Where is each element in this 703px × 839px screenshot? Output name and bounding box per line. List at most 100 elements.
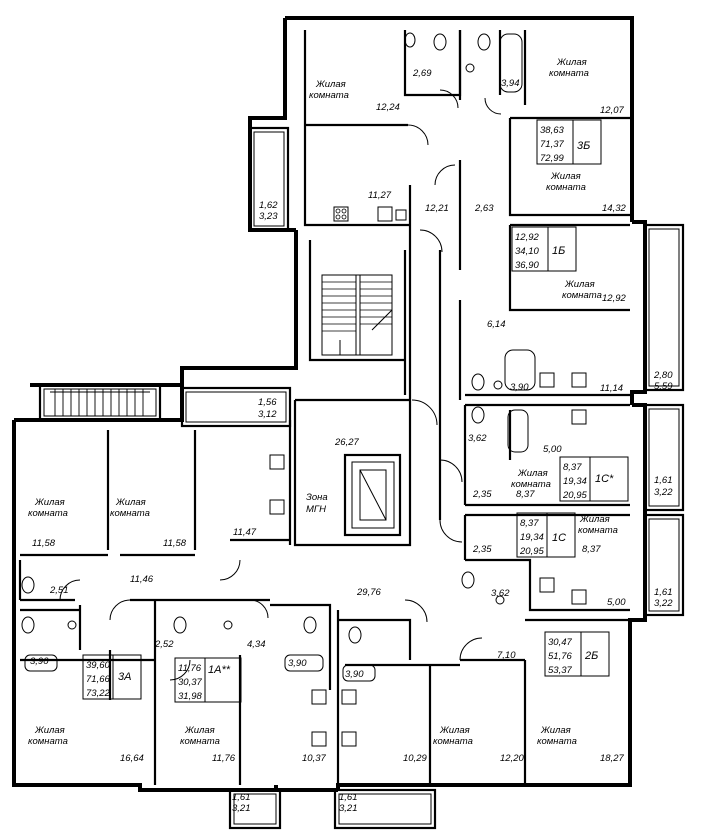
zone-mgn-label: МГН: [306, 504, 326, 515]
svg-text:34,10: 34,10: [515, 246, 539, 257]
zone-mgn-label: Зона: [306, 492, 328, 503]
apartment-3a: 39,60 71,66 73,22 3А: [82, 654, 142, 700]
svg-text:5,59: 5,59: [654, 381, 673, 392]
room-label: комната: [511, 479, 551, 490]
apartment-1b: 12,92 34,10 36,90 1Б: [511, 226, 577, 272]
svg-text:11,14: 11,14: [600, 383, 623, 394]
svg-text:1,62: 1,62: [259, 200, 278, 211]
svg-text:11,76: 11,76: [212, 753, 236, 764]
svg-text:19,34: 19,34: [520, 532, 544, 543]
svg-text:8,37: 8,37: [563, 462, 582, 473]
svg-text:11,47: 11,47: [233, 527, 257, 538]
apartment-1a: 11,76 30,37 31,98 1А**: [174, 657, 242, 703]
room-label: Жилая: [579, 514, 610, 525]
svg-text:11,46: 11,46: [130, 574, 154, 585]
svg-text:2,80: 2,80: [653, 370, 673, 381]
svg-text:16,64: 16,64: [120, 753, 144, 764]
room-labels: Жилая комната Жилая комната Жилая комнат…: [28, 57, 618, 747]
svg-text:31,98: 31,98: [178, 691, 202, 702]
svg-text:12,92: 12,92: [602, 293, 626, 304]
svg-text:2,52: 2,52: [154, 639, 174, 650]
stove-icon: [333, 206, 349, 222]
svg-text:3,90: 3,90: [30, 656, 49, 667]
room-label: комната: [309, 90, 349, 101]
svg-text:11,27: 11,27: [368, 190, 392, 201]
svg-text:18,27: 18,27: [600, 753, 624, 764]
svg-text:3,62: 3,62: [468, 433, 487, 444]
svg-text:3,22: 3,22: [654, 487, 673, 498]
svg-text:30,47: 30,47: [548, 637, 572, 648]
svg-text:3Б: 3Б: [577, 140, 590, 152]
svg-text:3,90: 3,90: [288, 658, 307, 669]
room-label: Жилая: [34, 497, 65, 508]
room-label: Жилая: [540, 725, 571, 736]
room-label: Жилая: [556, 57, 587, 68]
svg-text:1С*: 1С*: [595, 473, 614, 485]
svg-text:36,90: 36,90: [515, 260, 539, 271]
room-label: комната: [537, 736, 577, 747]
svg-text:73,22: 73,22: [86, 688, 110, 699]
svg-text:12,20: 12,20: [500, 753, 524, 764]
svg-text:3,12: 3,12: [258, 409, 277, 420]
svg-text:1Б: 1Б: [552, 245, 565, 257]
svg-text:11,58: 11,58: [32, 538, 56, 549]
svg-text:71,66: 71,66: [86, 674, 110, 685]
room-label: комната: [28, 736, 68, 747]
svg-text:5,00: 5,00: [543, 444, 562, 455]
room-label: Жилая: [439, 725, 470, 736]
svg-text:30,37: 30,37: [178, 677, 202, 688]
svg-text:1С: 1С: [552, 532, 566, 544]
area-labels: 2,69 12,24 3,94 12,07 11,27 12,21 2,63 1…: [30, 68, 673, 814]
svg-text:38,63: 38,63: [540, 125, 564, 136]
room-label: комната: [549, 68, 589, 79]
svg-text:1,61: 1,61: [339, 792, 358, 803]
svg-text:14,32: 14,32: [602, 203, 626, 214]
room-label: Жилая: [184, 725, 215, 736]
svg-text:11,76: 11,76: [178, 663, 202, 674]
svg-text:1,61: 1,61: [232, 792, 251, 803]
svg-text:1,56: 1,56: [258, 397, 277, 408]
svg-text:39,60: 39,60: [86, 660, 110, 671]
room-label: комната: [110, 508, 150, 519]
interior-walls: [18, 30, 630, 785]
svg-text:20,95: 20,95: [519, 546, 544, 557]
room-label: Жилая: [315, 79, 346, 90]
stair: [321, 274, 393, 356]
apartment-3b: 38,63 71,37 72,99 3Б: [536, 119, 602, 165]
svg-text:20,95: 20,95: [562, 490, 587, 501]
room-label: Жилая: [34, 725, 65, 736]
svg-text:3,94: 3,94: [501, 78, 520, 89]
svg-text:12,24: 12,24: [376, 102, 400, 113]
room-label: Жилая: [564, 279, 595, 290]
svg-text:26,27: 26,27: [334, 437, 359, 448]
svg-text:3,21: 3,21: [339, 803, 358, 814]
svg-text:12,07: 12,07: [600, 105, 624, 116]
svg-text:51,76: 51,76: [548, 651, 572, 662]
svg-text:2,69: 2,69: [412, 68, 432, 79]
svg-text:12,92: 12,92: [515, 232, 539, 243]
svg-text:3,62: 3,62: [491, 588, 510, 599]
svg-text:7,10: 7,10: [497, 650, 516, 661]
svg-text:10,29: 10,29: [403, 753, 427, 764]
svg-text:8,37: 8,37: [520, 518, 539, 529]
door-swings: [59, 89, 502, 681]
svg-text:19,34: 19,34: [563, 476, 587, 487]
room-label: комната: [546, 182, 586, 193]
svg-text:53,37: 53,37: [548, 665, 572, 676]
svg-text:72,99: 72,99: [540, 153, 564, 164]
svg-text:1,61: 1,61: [654, 475, 673, 486]
svg-text:4,34: 4,34: [247, 639, 266, 650]
svg-text:2,35: 2,35: [472, 489, 492, 500]
svg-text:2Б: 2Б: [584, 650, 598, 662]
room-label: комната: [562, 290, 602, 301]
svg-text:2,63: 2,63: [474, 203, 494, 214]
svg-text:2,35: 2,35: [472, 544, 492, 555]
svg-text:3,90: 3,90: [510, 382, 529, 393]
room-label: комната: [28, 508, 68, 519]
svg-text:5,00: 5,00: [607, 597, 626, 608]
svg-text:6,14: 6,14: [487, 319, 506, 330]
balconies: [38, 126, 685, 830]
apartment-1c-star: 8,37 19,34 20,95 1С*: [559, 456, 629, 502]
